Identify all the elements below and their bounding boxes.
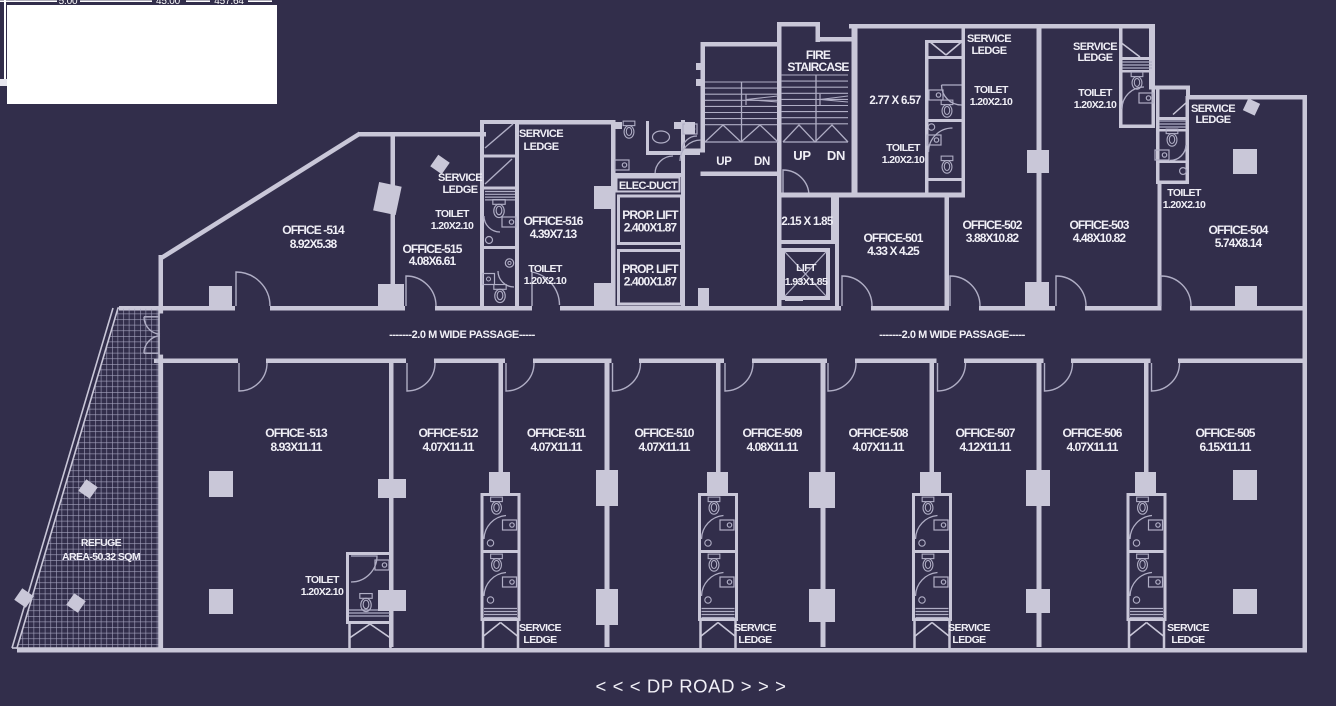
svg-text:SERVICE: SERVICE: [948, 622, 990, 634]
svg-text:STAIRCASE: STAIRCASE: [787, 60, 849, 74]
svg-text:1.93X1.85: 1.93X1.85: [785, 276, 828, 288]
svg-text:UP: UP: [793, 148, 811, 163]
svg-text:TOILET: TOILET: [974, 84, 1009, 96]
svg-text:OFFICE-512: OFFICE-512: [418, 426, 478, 440]
svg-text:457.64: 457.64: [214, 0, 244, 7]
svg-text:LEDGE: LEDGE: [972, 45, 1007, 57]
svg-text:TOILET: TOILET: [1167, 187, 1202, 199]
svg-text:OFFICE-505: OFFICE-505: [1195, 426, 1255, 440]
svg-text:SERVICE: SERVICE: [519, 128, 563, 140]
svg-text:DN: DN: [827, 148, 845, 163]
svg-text:SERVICE: SERVICE: [967, 33, 1011, 45]
svg-text:OFFICE-507: OFFICE-507: [955, 426, 1015, 440]
svg-text:SERVICE: SERVICE: [1167, 622, 1209, 634]
svg-text:4.12X11.11: 4.12X11.11: [959, 440, 1011, 454]
svg-text:PROP. LIFT: PROP. LIFT: [622, 262, 679, 276]
svg-text:1.20X2.10: 1.20X2.10: [970, 96, 1013, 108]
svg-text:2.77 X 6.57: 2.77 X 6.57: [869, 95, 920, 107]
svg-text:ELEC-DUCT: ELEC-DUCT: [619, 180, 678, 192]
svg-text:UP: UP: [716, 156, 732, 168]
svg-text:-------2.0 M WIDE PASSAGE-----: -------2.0 M WIDE PASSAGE-----: [389, 329, 536, 341]
svg-text:< < < DP ROAD > > >: < < < DP ROAD > > >: [595, 676, 786, 697]
svg-text:4.08X11.11: 4.08X11.11: [746, 440, 798, 454]
svg-text:TOILET: TOILET: [528, 263, 563, 275]
svg-text:LIFT: LIFT: [796, 262, 817, 274]
svg-text:4.08X6.61: 4.08X6.61: [409, 254, 457, 268]
svg-text:DN: DN: [754, 156, 770, 168]
svg-text:TOILET: TOILET: [305, 574, 340, 586]
svg-text:2.15 X 1.85: 2.15 X 1.85: [781, 216, 833, 228]
svg-text:1.20X2.10: 1.20X2.10: [882, 154, 925, 166]
svg-text:-------2.0 M WIDE PASSAGE-----: -------2.0 M WIDE PASSAGE-----: [879, 329, 1026, 341]
svg-text:OFFICE-508: OFFICE-508: [848, 426, 908, 440]
svg-text:OFFICE-516: OFFICE-516: [523, 214, 583, 228]
svg-text:TOILET: TOILET: [1078, 87, 1113, 99]
svg-text:LEDGE: LEDGE: [524, 141, 559, 153]
svg-text:3.88X10.82: 3.88X10.82: [966, 231, 1020, 245]
svg-text:TOILET: TOILET: [886, 142, 921, 154]
svg-text:LEDGE: LEDGE: [523, 634, 557, 646]
svg-text:LEDGE: LEDGE: [1078, 52, 1113, 64]
svg-text:4.07X11.11: 4.07X11.11: [1066, 440, 1118, 454]
svg-text:2.400X1.87: 2.400X1.87: [624, 275, 678, 289]
svg-text:SERVICE: SERVICE: [734, 622, 776, 634]
svg-text:8.93X11.11: 8.93X11.11: [270, 440, 322, 454]
svg-text:OFFICE -513: OFFICE -513: [265, 426, 328, 440]
svg-text:AREA-50.32 SQM: AREA-50.32 SQM: [62, 551, 141, 563]
svg-text:2.400X1.87: 2.400X1.87: [624, 221, 678, 235]
svg-text:OFFICE -514: OFFICE -514: [282, 223, 345, 237]
svg-text:4.07X11.11: 4.07X11.11: [638, 440, 690, 454]
svg-text:FIRE: FIRE: [806, 48, 831, 62]
svg-text:LEDGE: LEDGE: [1171, 634, 1205, 646]
svg-text:1.20X2.10: 1.20X2.10: [301, 586, 344, 598]
svg-text:8.92X5.38: 8.92X5.38: [290, 237, 338, 251]
svg-text:OFFICE-501: OFFICE-501: [863, 231, 923, 245]
svg-text:6.15X11.11: 6.15X11.11: [1199, 440, 1251, 454]
svg-text:OFFICE-511: OFFICE-511: [527, 426, 587, 440]
svg-text:REFUGE: REFUGE: [81, 537, 122, 549]
svg-text:OFFICE-502: OFFICE-502: [962, 218, 1022, 232]
svg-text:PROP. LIFT: PROP. LIFT: [622, 208, 679, 222]
svg-text:LEDGE: LEDGE: [1196, 114, 1231, 126]
svg-text:45.00: 45.00: [156, 0, 181, 7]
svg-text:SERVICE: SERVICE: [1191, 103, 1235, 115]
svg-text:OFFICE-504: OFFICE-504: [1208, 223, 1268, 237]
svg-text:1.20X2.10: 1.20X2.10: [524, 275, 567, 287]
svg-text:4.07X11.11: 4.07X11.11: [852, 440, 904, 454]
svg-text:OFFICE-515: OFFICE-515: [402, 242, 462, 256]
svg-text:SERVICE: SERVICE: [1073, 41, 1117, 53]
svg-text:LEDGE: LEDGE: [738, 634, 772, 646]
svg-text:4.07X11.11: 4.07X11.11: [422, 440, 474, 454]
svg-text:4.39X7.13: 4.39X7.13: [530, 227, 578, 241]
svg-text:4.07X11.11: 4.07X11.11: [530, 440, 582, 454]
svg-text:OFFICE-509: OFFICE-509: [742, 426, 802, 440]
svg-text:SERVICE: SERVICE: [438, 172, 482, 184]
svg-text:TOILET: TOILET: [435, 208, 470, 220]
svg-text:5.00: 5.00: [59, 0, 78, 7]
svg-text:OFFICE-503: OFFICE-503: [1069, 218, 1129, 232]
svg-text:OFFICE-510: OFFICE-510: [634, 426, 694, 440]
svg-text:LEDGE: LEDGE: [443, 184, 478, 196]
svg-text:1.20X2.10: 1.20X2.10: [1163, 199, 1206, 211]
svg-text:SERVICE: SERVICE: [519, 622, 561, 634]
svg-text:4.48X10.82: 4.48X10.82: [1073, 231, 1127, 245]
svg-text:1.20X2.10: 1.20X2.10: [431, 220, 474, 232]
svg-text:LEDGE: LEDGE: [952, 634, 986, 646]
svg-text:4.33 X 4.25: 4.33 X 4.25: [867, 244, 920, 258]
svg-text:5.74X8.14: 5.74X8.14: [1215, 236, 1263, 250]
svg-text:OFFICE-506: OFFICE-506: [1062, 426, 1122, 440]
svg-text:1.20X2.10: 1.20X2.10: [1074, 99, 1117, 111]
